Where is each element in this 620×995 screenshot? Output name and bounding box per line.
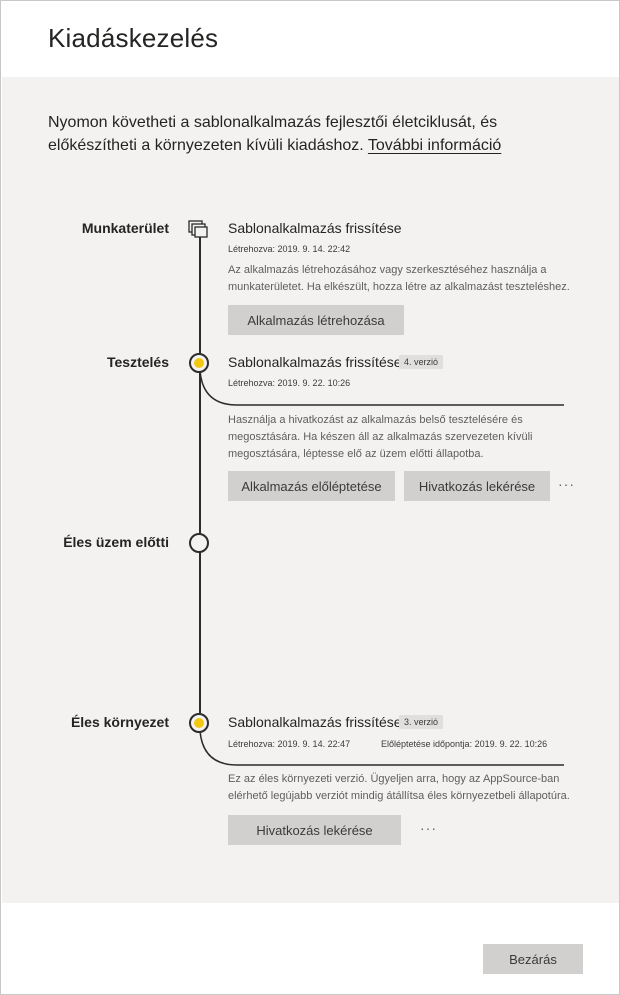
prod-promoted-date: Előléptetése időpontja: 2019. 9. 22. 10:… [381, 739, 548, 749]
stage-label-prod: Éles környezet [70, 714, 169, 730]
prod-app-name: Sablonalkalmazás frissítése [228, 714, 402, 730]
test-version-badge: 4. verzió [399, 355, 444, 369]
dialog-title: Kiadáskezelés [48, 23, 219, 53]
workspace-description: Az alkalmazás létrehozásához vagy szerke… [228, 264, 570, 293]
prod-description: Ez az éles környezeti verzió. Ügyeljen a… [228, 773, 570, 802]
workspace-icon [188, 220, 208, 238]
workspace-created: Létrehozva: 2019. 9. 14. 22:42 [228, 244, 351, 254]
stage-label-preprod: Éles üzem előtti [63, 534, 169, 550]
test-app-name: Sablonalkalmazás frissítése [228, 354, 402, 370]
learn-more-link[interactable]: További információ [367, 137, 502, 154]
test-more-options-icon[interactable]: ··· [558, 476, 575, 492]
stage-label-test: Tesztelés [107, 354, 169, 370]
create-app-button[interactable]: Alkalmazás létrehozása [228, 305, 404, 335]
prod-version-badge: 3. verzió [399, 715, 444, 729]
preprod-node-icon [189, 533, 209, 553]
intro-description: Nyomon követheti a sablonalkalmazás fejl… [48, 114, 498, 154]
timeline-line [199, 237, 201, 713]
test-created: Létrehozva: 2019. 9. 22. 10:26 [228, 378, 351, 388]
intro-text: Nyomon követheti a sablonalkalmazás fejl… [48, 111, 568, 157]
close-button[interactable]: Bezárás [483, 944, 583, 974]
prod-get-link-button[interactable]: Hivatkozás lekérése [228, 815, 401, 845]
prod-branch-curve [199, 730, 564, 766]
test-get-link-button[interactable]: Hivatkozás lekérése [404, 471, 550, 501]
test-description: Használja a hivatkozást az alkalmazás be… [228, 414, 533, 460]
workspace-app-name: Sablonalkalmazás frissítése [228, 220, 402, 236]
prod-node-icon [189, 713, 209, 733]
test-node-icon [189, 353, 209, 373]
promote-app-button[interactable]: Alkalmazás előléptetése [228, 471, 395, 501]
test-branch-curve [199, 370, 564, 406]
stage-label-workspace: Munkaterület [81, 220, 169, 236]
prod-created: Létrehozva: 2019. 9. 14. 22:47 [228, 739, 351, 749]
prod-more-options-icon[interactable]: ··· [420, 820, 437, 836]
